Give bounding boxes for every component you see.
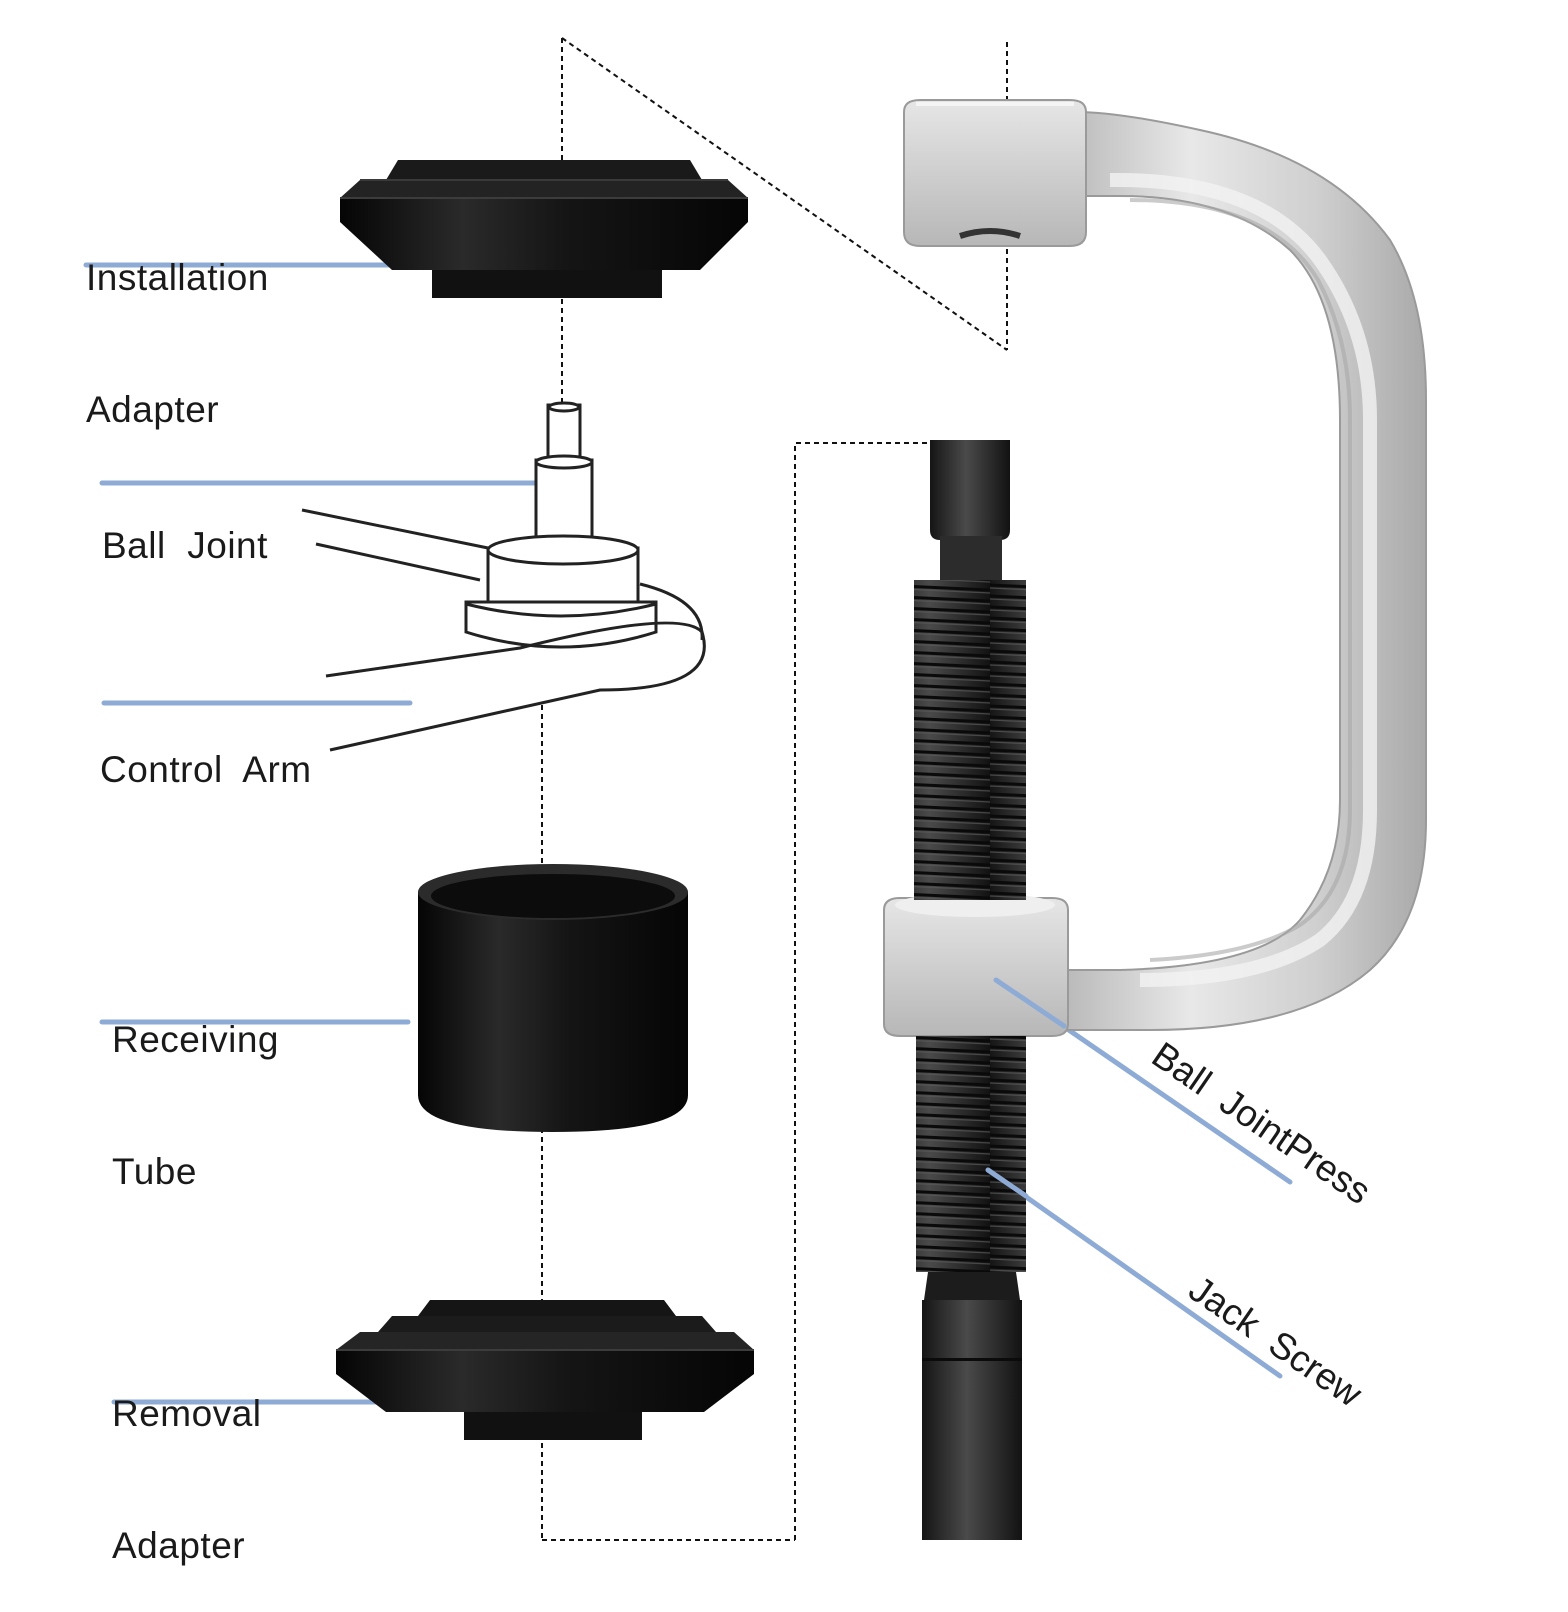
label-receiving-tube: Receiving Tube bbox=[112, 930, 279, 1238]
label-installation-adapter-line2: Adapter bbox=[86, 389, 220, 430]
guide-screw-box bbox=[794, 442, 990, 1540]
label-control-arm: Control Arm bbox=[100, 660, 312, 836]
stud-top bbox=[546, 403, 582, 460]
control-arm-drawing bbox=[301, 508, 706, 752]
label-ball-joint: Ball Joint bbox=[102, 436, 268, 612]
installation-adapter bbox=[340, 160, 748, 298]
stud-shaft bbox=[534, 458, 594, 542]
c-frame-body bbox=[1063, 110, 1427, 1031]
screw-threads-upper bbox=[914, 580, 1026, 900]
leader-lines bbox=[83, 262, 1293, 1405]
receiving-tube bbox=[418, 864, 688, 1132]
c-frame-bottom-boss bbox=[883, 897, 1069, 1037]
c-frame-top-boss bbox=[903, 99, 1087, 247]
label-receiving-tube-line2: Tube bbox=[112, 1151, 197, 1192]
label-receiving-tube-line1: Receiving bbox=[112, 1019, 279, 1060]
ball-joint-drawing bbox=[464, 401, 658, 649]
jack-screw bbox=[914, 440, 1026, 1540]
label-installation-adapter-line1: Installation bbox=[86, 257, 269, 298]
label-installation-adapter: Installation Adapter bbox=[86, 168, 269, 476]
leader-lines-overlay bbox=[985, 977, 1067, 1199]
c-frame-press bbox=[883, 99, 1427, 1037]
guide-diagonal bbox=[561, 37, 1008, 351]
screw-hex-end bbox=[922, 1300, 1022, 1540]
leader-jack-screw bbox=[985, 1167, 1283, 1379]
label-removal-adapter-line2: Adapter bbox=[112, 1525, 246, 1566]
removal-adapter bbox=[336, 1300, 754, 1440]
screw-threads-lower bbox=[916, 1036, 1026, 1272]
label-control-arm-text: Control Arm bbox=[100, 749, 312, 790]
label-removal-adapter-line1: Removal bbox=[112, 1393, 262, 1434]
label-removal-adapter: Removal Adapter bbox=[112, 1304, 262, 1612]
screw-top-nut bbox=[930, 440, 1010, 540]
ball-joint-press-diagram bbox=[83, 37, 1427, 1541]
label-ball-joint-text: Ball Joint bbox=[102, 525, 268, 566]
